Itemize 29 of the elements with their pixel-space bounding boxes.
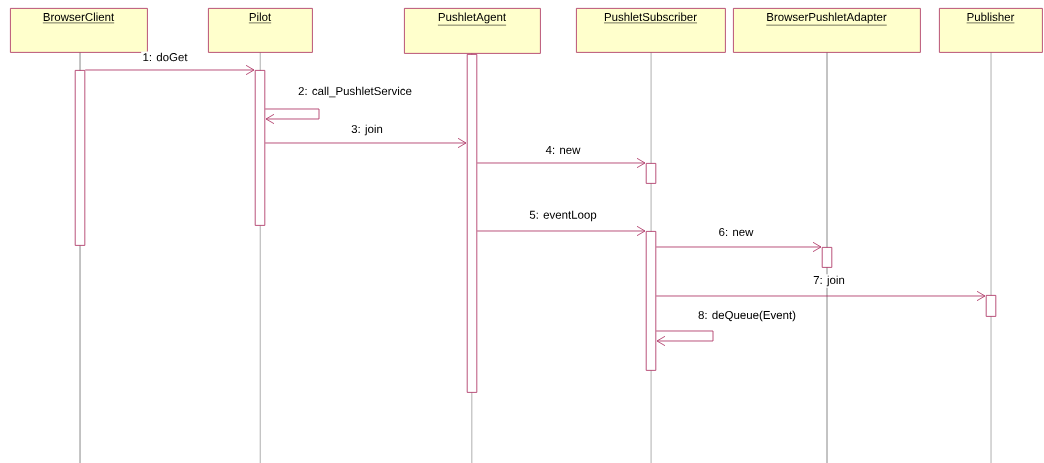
activation-bar [254, 70, 266, 226]
object-box: BrowserClient [10, 8, 148, 53]
edge-label: 6: new [717, 226, 755, 238]
object-box: Publisher [939, 8, 1043, 53]
message-arrow [655, 330, 714, 347]
edge-label: 1: doGet [141, 51, 189, 63]
message-arrow [476, 225, 646, 237]
activation-bar [466, 54, 478, 393]
activation-bar [985, 295, 997, 317]
object-box: Pilot [208, 8, 313, 53]
edge-label: 4: new [544, 144, 582, 156]
object-box: PushletAgent [404, 8, 541, 54]
edge-label: 7: join [811, 274, 847, 288]
edge-label: 5: eventLoop [528, 209, 599, 223]
activation-bar [74, 70, 86, 246]
message-arrow [655, 241, 822, 253]
message-arrow [84, 64, 255, 76]
edge-label: 8: deQueue(Event) [696, 309, 798, 323]
object-box: BrowserPushletAdapter [733, 8, 921, 53]
message-arrow [264, 108, 320, 125]
activation-bar [645, 163, 657, 184]
activation-bar [645, 231, 657, 371]
object-box: PushletSubscriber [576, 8, 726, 53]
message-arrow [655, 290, 986, 302]
edge-label: 2: call_PushletService [296, 85, 414, 99]
message-arrow [264, 137, 467, 149]
message-arrow [476, 157, 646, 169]
activation-bar [821, 247, 833, 268]
edge-label: 3: join [349, 123, 385, 137]
